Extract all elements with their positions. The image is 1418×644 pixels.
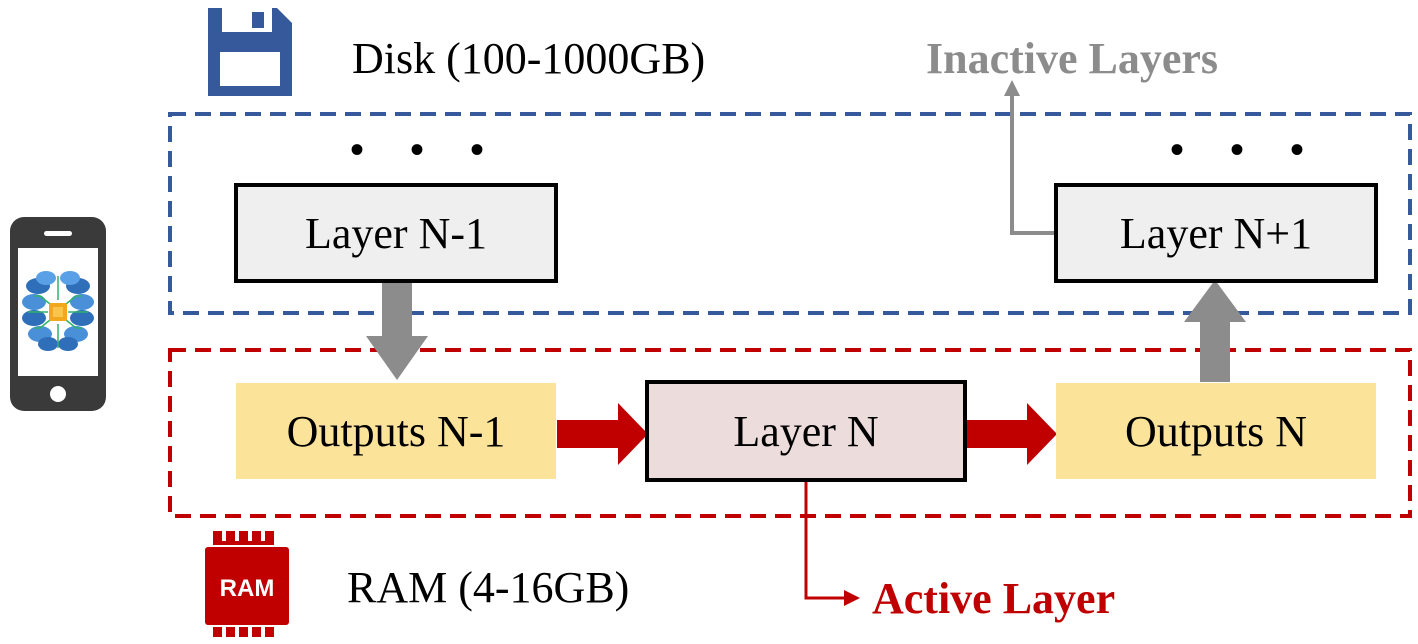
smartphone-icon — [10, 217, 106, 411]
layer-current-box: Layer N — [645, 380, 967, 482]
outputs-prev-box: Outputs N-1 — [236, 383, 556, 479]
active-layer-label: Active Layer — [872, 574, 1116, 623]
arrow-layer-prev-to-outputs-prev — [366, 282, 428, 380]
layer-prev-box: Layer N-1 — [234, 183, 558, 283]
ram-chip-icon: RAM — [205, 531, 289, 637]
ellipsis-left: • • • — [350, 127, 503, 172]
disk-label: Disk (100-1000GB) — [352, 34, 706, 83]
floppy-disk-icon — [208, 8, 292, 96]
ellipsis-right: • • • — [1170, 127, 1323, 172]
connector-inactive-layers — [1004, 80, 1056, 235]
inactive-layers-label: Inactive Layers — [926, 34, 1219, 83]
ram-chip-text: RAM — [220, 575, 275, 602]
layer-next-box: Layer N+1 — [1054, 183, 1378, 283]
outputs-current-label: Outputs N — [1124, 406, 1308, 456]
layer-next-label: Layer N+1 — [1119, 208, 1313, 258]
layer-current-label: Layer N — [733, 406, 879, 456]
arrow-outputs-prev-to-layer — [557, 403, 648, 465]
connector-active-layer — [804, 480, 860, 606]
ram-label: RAM (4-16GB) — [347, 563, 630, 612]
outputs-prev-label: Outputs N-1 — [286, 406, 506, 456]
disk-container — [168, 112, 1412, 315]
outputs-current-box: Outputs N — [1056, 383, 1376, 479]
arrow-outputs-to-layer-next — [1184, 280, 1246, 382]
layer-prev-label: Layer N-1 — [304, 208, 487, 258]
ai-chip-icon — [22, 271, 94, 351]
arrow-layer-to-outputs — [966, 403, 1057, 465]
ram-container — [168, 348, 1412, 518]
